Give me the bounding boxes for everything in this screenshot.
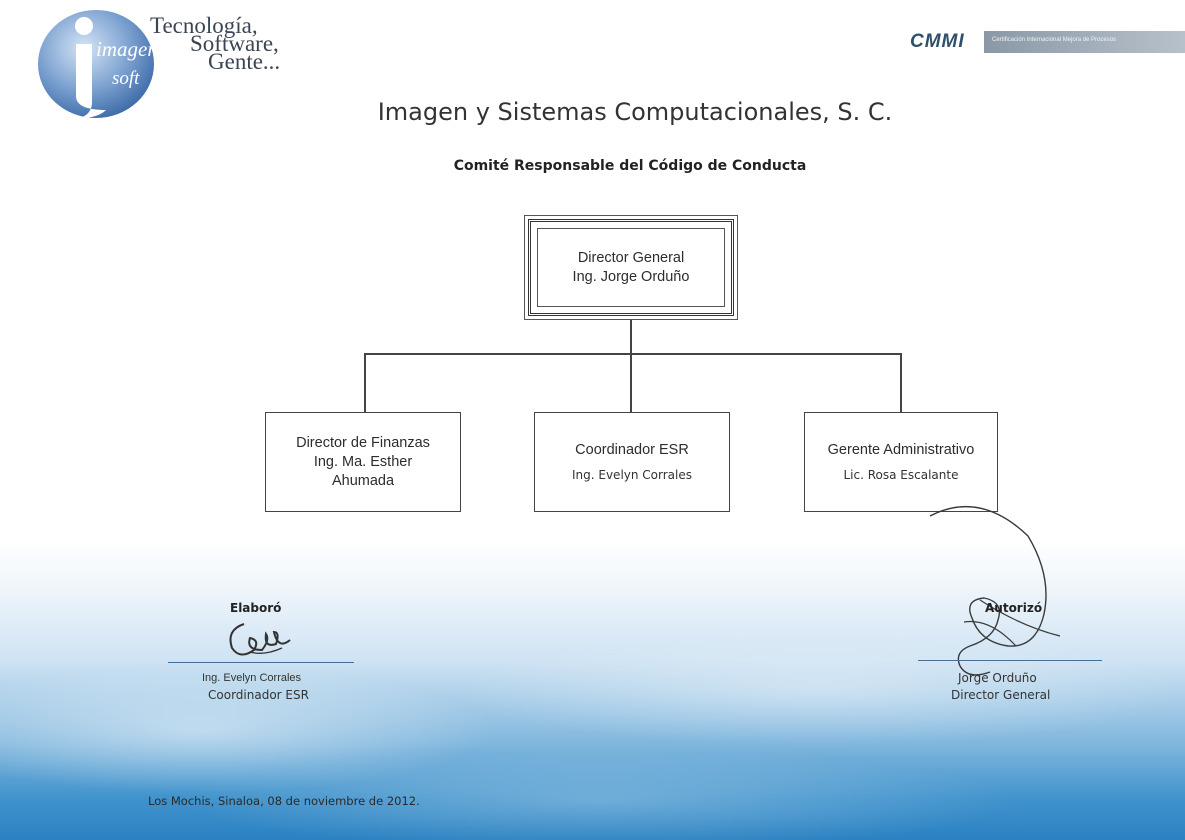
prepared-signature-line [168,662,354,663]
org-person-line-2: Ahumada [331,472,395,489]
cmmi-logo: CMMI Certificación Internacional Mejora … [908,25,1185,65]
authorized-signature-line [918,660,1102,661]
org-box-gerente-administrativo: Gerente Administrativo Lic. Rosa Escalan… [804,412,998,512]
org-role: Gerente Administrativo [827,441,975,458]
org-box-director-finanzas: Director de Finanzas Ing. Ma. Esther Ahu… [265,412,461,512]
authorized-title: Director General [951,688,1051,702]
imagensoft-logo: imagen soft [38,10,158,118]
org-role: Director General [577,249,685,266]
connector-vertical-top [630,320,632,412]
org-person-line-1: Ing. Ma. Esther [313,453,413,470]
company-name: Imagen y Sistemas Computacionales, S. C. [377,98,893,126]
prepared-heading: Elaboró [230,601,282,615]
connector-horizontal [364,353,901,355]
prepared-signature [229,623,291,656]
authorized-signature [929,505,1061,676]
org-person: Ing. Jorge Orduño [572,268,690,285]
cmmi-wordmark: CMMI [910,31,965,52]
document-subtitle: Comité Responsable del Código de Conduct… [453,158,807,174]
place-and-date: Los Mochis, Sinaloa, 08 de noviembre de … [148,794,420,808]
authorized-name: Jorge Orduño [958,671,1037,685]
org-role: Director de Finanzas [296,434,430,451]
prepared-name: Ing. Evelyn Corrales [202,672,302,684]
connector-right [900,353,902,412]
cmmi-bar: Certificación Internacional Mejora de Pr… [984,31,1185,53]
tagline-line-3: Gente... [208,49,281,74]
org-person: Ing. Evelyn Corrales [571,467,692,482]
org-box-director-general: Director General Ing. Jorge Orduño [524,215,738,320]
authorized-heading: Autorizó [985,601,1043,615]
org-person: Lic. Rosa Escalante [843,467,959,482]
svg-text:soft: soft [112,68,140,89]
svg-text:imagen: imagen [96,37,158,61]
cmmi-caption: Certificación Internacional Mejora de Pr… [992,37,1117,43]
org-box-coordinador-esr: Coordinador ESR Ing. Evelyn Corrales [534,412,730,512]
connector-left [364,353,366,412]
tagline-line-1: Tecnología, [150,13,258,38]
prepared-title: Coordinador ESR [208,688,309,702]
org-role: Coordinador ESR [575,441,689,458]
tagline-line-2: Software, [190,31,279,56]
